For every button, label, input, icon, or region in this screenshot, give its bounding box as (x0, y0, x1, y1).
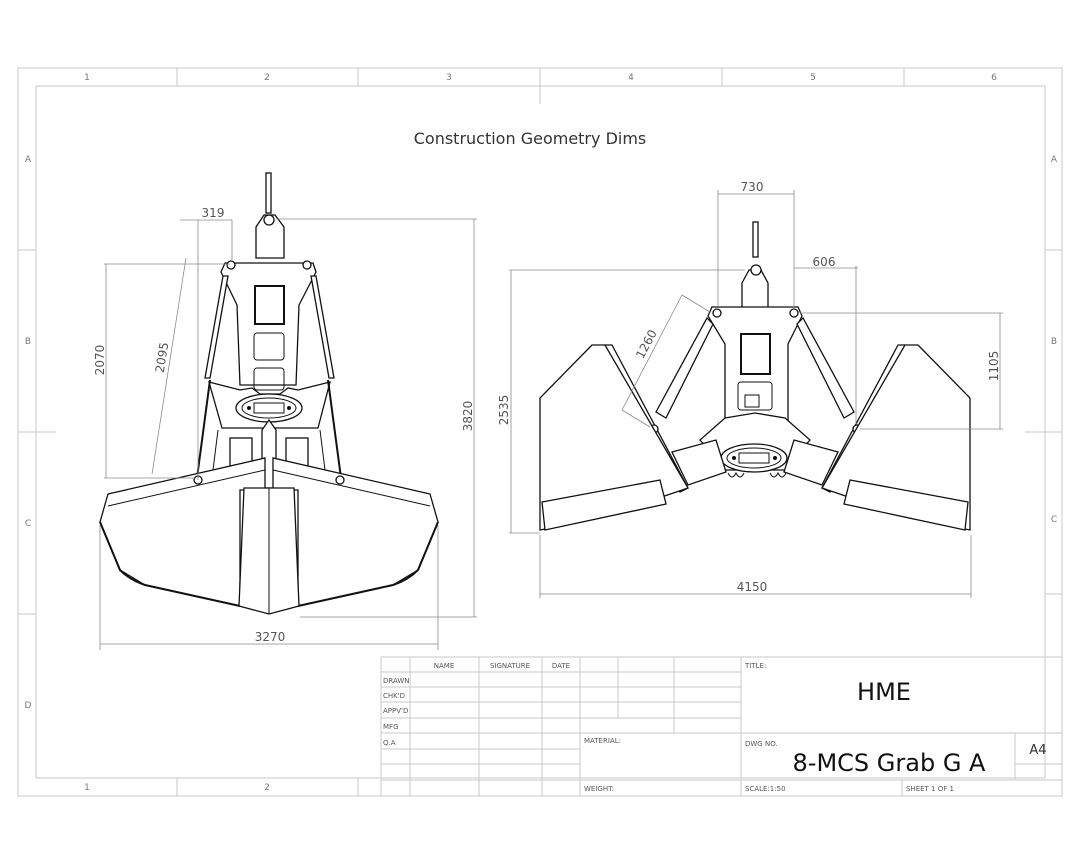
row-mfg: MFG (383, 723, 399, 731)
row-appvd: APPV'D (383, 707, 408, 715)
zone-col-4: 4 (628, 73, 634, 83)
dim-2070: 2070 (93, 345, 107, 376)
zone-col-3: 3 (446, 73, 452, 83)
zone-row-a: A (25, 155, 32, 165)
title-block (380, 656, 1063, 797)
scale: SCALE:1:50 (745, 785, 786, 793)
left-view-dimensions (99, 218, 477, 650)
zone-row-c: C (25, 519, 31, 529)
title-label: TITLE: (744, 662, 766, 670)
dim-4150: 4150 (737, 580, 768, 594)
zone-col-2-bottom: 2 (264, 783, 270, 793)
dim-1260: 1260 (633, 327, 660, 361)
zone-col-1-bottom: 1 (84, 783, 90, 793)
zone-grid (18, 68, 1062, 796)
dim-3820: 3820 (461, 401, 475, 432)
drawing-title: Construction Geometry Dims (414, 129, 647, 148)
zone-row-b-right: B (1051, 337, 1057, 347)
zone-row-d: D (25, 701, 32, 711)
zone-col-6: 6 (991, 73, 997, 83)
row-qa: Q.A (383, 739, 396, 747)
header-date: DATE (552, 662, 570, 670)
row-chkd: CHK'D (383, 692, 405, 700)
header-signature: SIGNATURE (490, 662, 530, 670)
row-drawn: DRAWN (383, 677, 410, 685)
sheet-size: A4 (1029, 743, 1046, 758)
right-view-dimensions (509, 190, 1003, 598)
zone-row-c-right: C (1051, 515, 1057, 525)
right-view-open-grab (539, 221, 971, 531)
title-value: HME (857, 678, 911, 706)
dwg-no-label: DWG NO. (745, 740, 778, 748)
dim-606: 606 (813, 255, 836, 269)
dwg-no-value: 8-MCS Grab G A (793, 749, 987, 777)
dim-319: 319 (202, 206, 225, 220)
zone-col-1: 1 (84, 73, 90, 83)
weight-label: WEIGHT: (584, 785, 614, 793)
zone-row-b: B (25, 337, 31, 347)
zone-col-2: 2 (264, 73, 270, 83)
dim-2535: 2535 (497, 395, 511, 426)
header-name: NAME (434, 662, 455, 670)
sheet-number: SHEET 1 OF 1 (906, 785, 954, 793)
left-view-closed-grab (99, 172, 439, 615)
material-label: MATERIAL: (584, 737, 621, 745)
dim-730: 730 (741, 180, 764, 194)
dim-2095: 2095 (153, 341, 172, 373)
zone-row-a-right: A (1051, 155, 1058, 165)
dim-3270: 3270 (255, 630, 286, 644)
dim-1105: 1105 (987, 351, 1001, 382)
zone-col-5: 5 (810, 73, 816, 83)
